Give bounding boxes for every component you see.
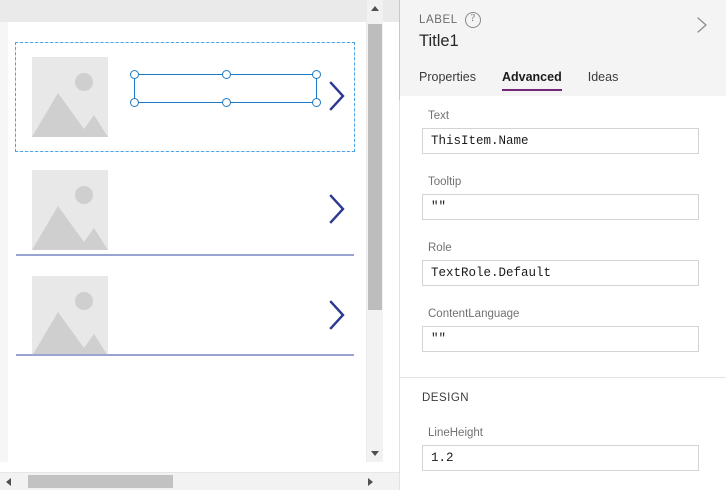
image-placeholder-icon [32,276,108,356]
canvas-area [0,0,399,490]
gallery-divider-1 [16,254,354,256]
triangle-right-icon [368,477,373,486]
resize-handle-bottom-right[interactable] [312,98,321,107]
image-placeholder-icon [32,57,108,137]
resize-handle-top-center[interactable] [222,70,231,79]
section-heading-design: DESIGN [422,392,470,404]
resize-handle-bottom-left[interactable] [130,98,139,107]
gallery-divider-2 [16,354,354,356]
chevron-right-icon[interactable] [326,192,348,226]
selection-frame[interactable] [130,70,321,107]
image-placeholder-icon [32,170,108,250]
role-field-input[interactable] [422,260,699,286]
panel-collapse-button[interactable] [691,14,713,36]
canvas-top-strip [0,0,399,22]
canvas-horizontal-scrollbar[interactable] [0,472,399,490]
properties-panel: LABEL ? Title1 Properties Advanced Ideas… [399,0,726,490]
canvas-left-gutter [0,22,8,462]
field-label-lineheight: LineHeight [428,427,483,439]
help-icon[interactable]: ? [464,12,481,28]
gallery-item-2[interactable] [16,162,354,262]
scroll-left-button[interactable] [0,473,17,490]
app-canvas-surface[interactable] [8,22,383,462]
panel-eyebrow-label: LABEL [419,14,458,26]
contentlanguage-field-input[interactable] [422,326,699,352]
chevron-right-icon [697,17,707,33]
scrollbar-corner [382,473,399,490]
field-label-contentlanguage: ContentLanguage [428,308,520,320]
field-label-text: Text [428,110,450,122]
chevron-right-icon[interactable] [326,79,348,113]
panel-eyebrow-row: LABEL ? [419,12,481,28]
chevron-right-icon[interactable] [326,298,348,332]
h-scroll-thumb[interactable] [28,475,173,488]
text-field-input[interactable] [422,128,699,154]
section-divider [400,377,726,378]
lineheight-field-input[interactable] [422,445,699,471]
panel-body: Text Tooltip Role ContentLanguage DESIGN… [400,96,726,490]
triangle-left-icon [6,477,11,486]
scroll-down-button[interactable] [367,445,383,462]
canvas-vertical-scrollbar[interactable] [366,0,383,462]
resize-handle-top-right[interactable] [312,70,321,79]
panel-header: LABEL ? Title1 Properties Advanced Ideas [400,0,726,96]
tab-properties[interactable]: Properties [419,70,476,84]
resize-handle-top-left[interactable] [130,70,139,79]
tab-advanced[interactable]: Advanced [501,70,562,91]
triangle-up-icon [371,6,379,11]
scroll-up-button[interactable] [367,0,383,17]
field-label-role: Role [428,242,452,254]
tooltip-field-input[interactable] [422,194,699,220]
tab-ideas[interactable]: Ideas [587,70,619,84]
resize-handle-bottom-center[interactable] [222,98,231,107]
page-title: Title1 [419,32,459,50]
triangle-down-icon [371,451,379,456]
field-label-tooltip: Tooltip [428,176,462,188]
gallery-item-3[interactable] [16,262,354,362]
panel-tabs: Properties Advanced Ideas [419,70,618,91]
scroll-right-button[interactable] [362,473,379,490]
v-scroll-thumb[interactable] [368,24,382,310]
gallery-item-1[interactable] [15,42,355,152]
